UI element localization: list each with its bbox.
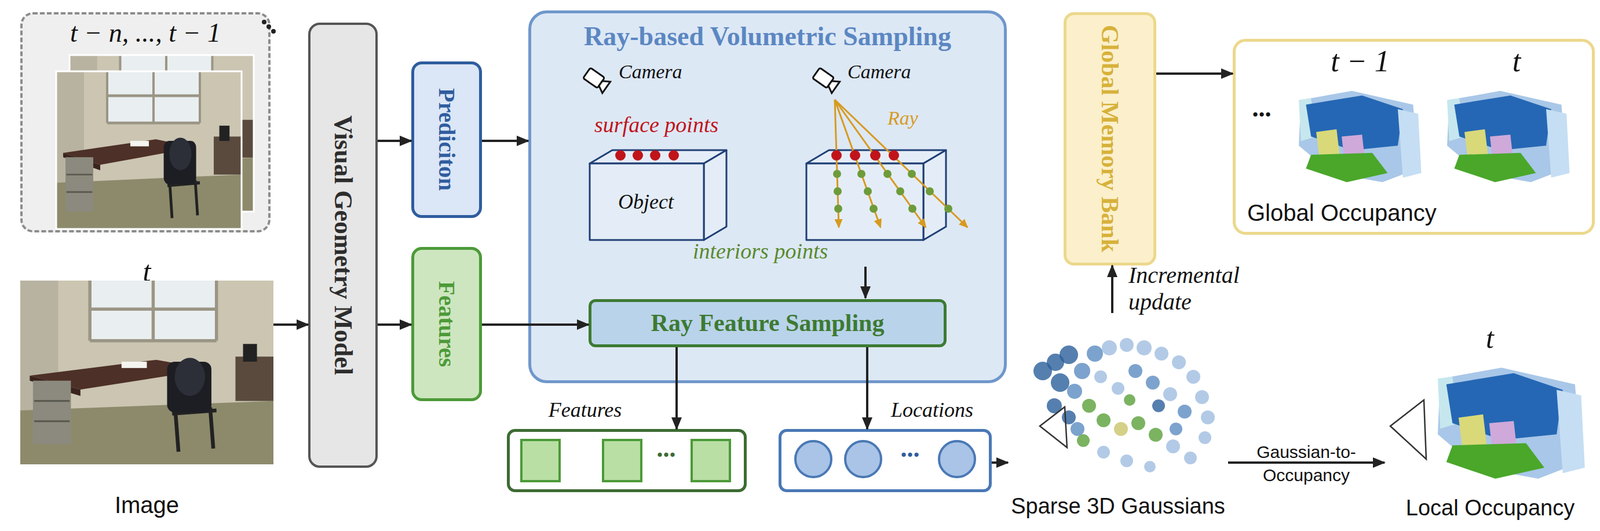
camera-icon — [811, 67, 840, 94]
location-token — [844, 439, 883, 478]
feature-token — [690, 438, 732, 482]
node-text: t — [1466, 321, 1514, 356]
node-text: ... — [1241, 93, 1282, 124]
camera-frustum — [1039, 406, 1068, 448]
flow-arrow — [991, 461, 1008, 464]
node-text: Global Memory Bank — [1096, 24, 1124, 252]
node-text: Visual Geometry Model — [329, 115, 357, 375]
node-text: Global Occupancy — [1247, 199, 1503, 226]
object-cube — [806, 150, 946, 240]
photo-border — [69, 55, 254, 212]
node-text: Features — [433, 280, 460, 367]
feature-list: Features... — [506, 428, 747, 492]
frame-group: t − n, ..., t − 1 — [20, 12, 271, 233]
flow-arrow — [481, 323, 589, 326]
surface-points — [831, 150, 900, 161]
node-text: t − 1 — [1316, 44, 1404, 79]
local-panel: tLocal Occupancy — [1384, 321, 1596, 522]
occupancy-map — [1437, 367, 1585, 479]
model-box: Visual Geometry Model — [308, 22, 378, 468]
node-text: t — [20, 254, 274, 289]
camera-icon — [582, 67, 610, 94]
node-text: Sparse 3D Gaussians — [984, 493, 1252, 520]
flow-arrow — [1111, 265, 1114, 313]
surface-points — [615, 150, 679, 161]
current-frame-photo — [20, 280, 274, 465]
memory-bank: Global Memory Bank — [1063, 12, 1157, 266]
rays — [834, 99, 968, 228]
edge-label: Incremental update — [1128, 261, 1268, 316]
prediction-box: Prediciton — [411, 61, 482, 218]
location-token — [937, 439, 977, 478]
frame-dots — [261, 19, 276, 34]
node-text: ... — [889, 433, 931, 464]
location-list: Locations... — [778, 428, 992, 492]
node-text: Features — [532, 397, 638, 422]
output-panel: t − 1 t... Global Occupancy — [1232, 38, 1595, 235]
past-frame-photo — [56, 71, 242, 229]
interior-points — [833, 169, 953, 213]
flow-arrow — [866, 346, 869, 429]
location-token — [794, 439, 833, 478]
node-text: Prediciton — [433, 88, 460, 191]
node-text: ... — [645, 433, 687, 464]
features-box: Features — [411, 246, 482, 401]
occupancy-map — [1298, 90, 1421, 183]
node-text: Ray-based Volumetric Sampling — [531, 21, 1004, 53]
flow-arrow — [1228, 461, 1385, 464]
node-text: Local Occupancy — [1372, 495, 1600, 521]
feature-token — [601, 438, 643, 482]
past-frame-photo — [69, 55, 254, 212]
sampling-module: Ray-based Volumetric SamplingRay Feature… — [528, 10, 1007, 383]
feature-token — [520, 438, 561, 482]
gaussian-panel: Sparse 3D Gaussians — [1007, 312, 1229, 522]
flow-arrow — [273, 323, 309, 326]
flow-arrow — [481, 139, 529, 142]
flow-arrow — [377, 323, 412, 326]
node-text: Locations — [879, 397, 985, 422]
object-cube — [589, 150, 727, 240]
occupancy-map — [1447, 90, 1570, 183]
flow-arrow — [377, 139, 412, 142]
process-box: Ray Feature Sampling — [588, 298, 947, 347]
flow-arrow — [675, 346, 678, 429]
leader-arrow — [864, 266, 867, 298]
camera-frustum — [1390, 399, 1427, 459]
gaussian-cloud — [1033, 337, 1215, 473]
edge-label: Gaussian-to-Occupancy — [1236, 440, 1376, 487]
photo-border — [56, 71, 242, 229]
node-text: Ray Feature Sampling — [651, 309, 885, 336]
node-text: t — [1490, 44, 1543, 79]
input-image: tImage — [20, 254, 274, 522]
node-text: t − n, ..., t − 1 — [22, 17, 269, 49]
node-text: Image — [20, 491, 274, 518]
flow-arrow — [1156, 72, 1233, 75]
